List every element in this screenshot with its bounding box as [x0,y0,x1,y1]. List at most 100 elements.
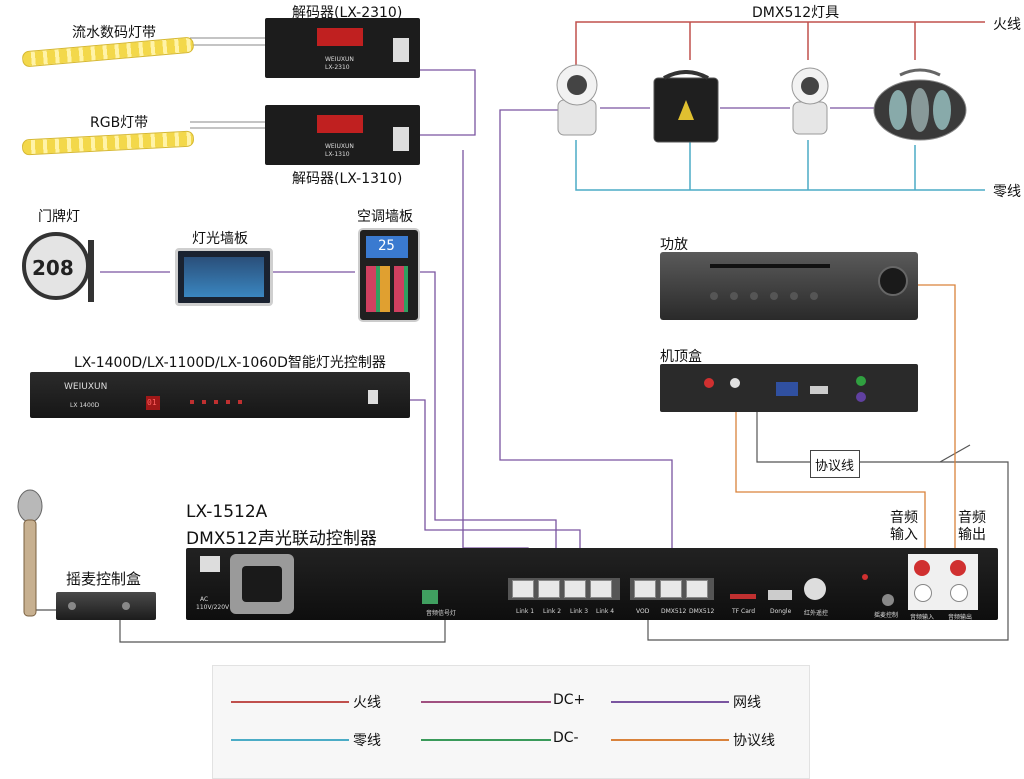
audio-out-jack-white[interactable] [950,584,968,602]
vod-label: VOD [636,608,650,615]
legend-line-dcminus [421,739,551,741]
rgb-strip-label: RGB灯带 [90,115,149,131]
ac-spec: 110V/220V [196,604,230,611]
warning-sticker [200,556,220,572]
decoder-port [393,38,409,62]
controller-brand: WEIUXUN [64,382,108,392]
audio-in-label: 音频 输入 [890,510,918,543]
settop-box [660,364,918,412]
mic-box-label: 摇麦控制盒 [66,570,142,588]
main-model-label: LX-1512A [186,502,268,522]
link4-port[interactable] [590,580,612,598]
live-wire-label: 火线 [993,17,1021,33]
dmx-port-group [630,578,714,600]
light-wall-panel [175,248,273,306]
door-sign-bracket [88,240,94,302]
controller-leds [190,400,250,404]
protocol-line-tag: 协议线 [810,450,860,478]
settop-hdmi-port [810,386,828,394]
legend-text-protocol: 协议线 [733,733,775,749]
decoder-port [393,127,409,151]
panel-screen [184,257,264,297]
controller-display: 01 [146,396,160,410]
door-number-text: 208 [32,256,74,280]
mic-control-jack[interactable] [882,594,894,606]
controller-power-switch [368,390,378,404]
settop-ps2-port [856,392,866,402]
microphone [17,489,43,617]
power-socket-inner [242,566,282,602]
audio-in-port-label: 音频输入 [910,614,935,621]
mic-jack-label: 摇麦控制 [874,612,899,619]
moving-head-light-1 [556,64,598,136]
settop-ps2-port [856,376,866,386]
dmx512-port-2[interactable] [686,580,708,598]
amp-button [770,292,778,300]
derby-effect-light [873,68,967,141]
mic-control-box [56,592,156,620]
controller-model: LX 1400D [70,402,100,409]
wire-legend: 火线 DC+ 网线 零线 DC- 协议线 [212,665,810,779]
amp-button [790,292,798,300]
mic-box-jack [68,602,76,610]
neutral-wire-line [575,140,985,191]
legend-line-neutral [231,739,349,741]
link1-port[interactable] [512,580,534,598]
ac-wall-panel: 25 [358,228,420,322]
terminal-label: 音频信号灯 [426,610,457,617]
dmx2-label: DMX512 [689,608,715,615]
legend-text-dcplus: DC+ [553,692,586,708]
power-socket [230,554,294,614]
moving-head-light-2 [791,67,829,135]
audio-in-jack-red[interactable] [914,560,930,576]
link3-label: Link 3 [570,608,589,615]
ac-button-grid [366,266,408,312]
decoder-lx1310: WEIUXUN LX-1310 [265,105,420,165]
vod-port[interactable] [634,580,656,598]
flow-strip-label: 流水数码灯带 [72,25,156,41]
dongle-port[interactable] [768,590,792,600]
dmx512-port-1[interactable] [660,580,682,598]
amp-button [810,292,818,300]
link1-label: Link 1 [516,608,535,615]
light-panel-label: 灯光墙板 [192,231,248,247]
legend-line-live [231,701,349,703]
link2-port[interactable] [538,580,560,598]
legend-line-network [611,701,729,703]
smart-light-controller: WEIUXUN LX 1400D 01 [30,372,410,418]
audio-output-panel [908,554,978,610]
legend-text-live: 火线 [353,695,381,711]
tf-card-slot[interactable] [730,594,756,599]
door-number-sign: 208 [22,232,90,300]
legend-text-dcminus: DC- [553,730,579,746]
ir-port[interactable] [804,578,826,600]
amp-volume-knob [878,266,908,296]
legend-line-protocol [611,739,729,741]
ir-label: 红外遥控 [804,610,829,617]
audio-in-jack-white[interactable] [914,584,932,602]
settop-vga-port [776,382,798,396]
settop-rca-port [730,378,740,388]
neutral-wire-label: 零线 [993,184,1021,200]
decoder-model: LX-1310 [325,151,350,158]
main-name-label: DMX512声光联动控制器 [186,529,377,549]
power-amplifier [660,252,918,320]
decoder-top-label: 解码器(LX-2310) [292,5,403,21]
decoder-lx2310: WEIUXUN LX-2310 [265,18,420,78]
decoder-brand: WEIUXUN [325,56,354,63]
signal-led [862,574,868,580]
decoder-display [317,28,363,46]
audio-out-jack-red[interactable] [950,560,966,576]
ac-display: 25 [366,236,408,258]
protocol-terminal [422,590,438,604]
legend-line-dcplus [421,701,551,703]
dmx1-label: DMX512 [661,608,687,615]
link3-port[interactable] [564,580,586,598]
mic-box-jack [122,602,130,610]
amp-button [730,292,738,300]
decoder-bottom-label: 解码器(LX-1310) [292,171,403,187]
ac-label: AC [200,596,209,603]
audio-out-port-label: 音频输出 [948,614,973,621]
live-wire-line [575,21,985,75]
link-port-group [508,578,620,600]
